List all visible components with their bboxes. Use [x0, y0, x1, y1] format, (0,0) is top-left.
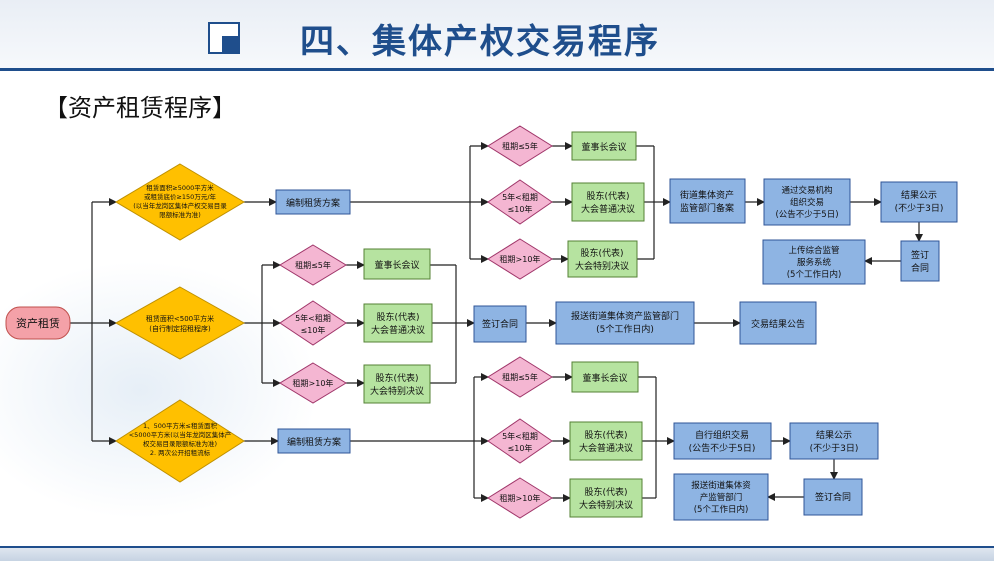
c-report-box: 报送街道集体资产监管部门(5个工作日内) — [673, 473, 769, 521]
b-decision-ordinary: 股东(代表)大会普通决议 — [363, 303, 433, 343]
condition-small-area: 租赁面积<500平方米(自行制定招租程序) — [114, 286, 246, 360]
svg-text:1、500平方米≤租赁面积<5000平方米(以当年龙岗区集体: 1、500平方米≤租赁面积<5000平方米(以当年龙岗区集体产权交易目录限额标准… — [129, 421, 232, 457]
svg-text:股东(代表)大会特别决议: 股东(代表)大会特别决议 — [370, 372, 424, 397]
c-term-short: 租期≤5年 — [487, 356, 553, 398]
a-decision-ordinary: 股东(代表)大会普通决议 — [571, 182, 645, 222]
svg-text:5年<租期≤10年: 5年<租期≤10年 — [502, 431, 538, 453]
svg-text:董事长会议: 董事长会议 — [582, 372, 627, 384]
title-divider — [0, 68, 994, 71]
svg-text:租期≤5年: 租期≤5年 — [295, 260, 331, 270]
condition-mid-area: 1、500平方米≤租赁面积<5000平方米(以当年龙岗区集体产权交易目录限额标准… — [115, 399, 245, 483]
svg-text:租赁面积≥5000平方米或租赁底价≥150万元/年(以当年龙: 租赁面积≥5000平方米或租赁底价≥150万元/年(以当年龙岗区集体产权交易目录… — [133, 183, 227, 219]
c-term-long: 租期>10年 — [487, 477, 553, 519]
section-subtitle: 【资产租赁程序】 — [44, 94, 236, 122]
svg-text:董事长会议: 董事长会议 — [581, 141, 626, 153]
svg-text:5年<租期≤10年: 5年<租期≤10年 — [502, 192, 538, 214]
svg-text:租期≤5年: 租期≤5年 — [502, 141, 538, 151]
c-sign-box: 签订合同 — [803, 478, 863, 516]
svg-text:股东(代表)大会特别决议: 股东(代表)大会特别决议 — [579, 486, 633, 511]
c-decision-special: 股东(代表)大会特别决议 — [569, 478, 643, 518]
a-filing-box: 街道集体资产监管部门备案 — [669, 178, 746, 224]
svg-text:签订合同: 签订合同 — [911, 249, 929, 274]
b-term-mid: 5年<租期≤10年 — [279, 300, 347, 346]
a-term-long: 租期>10年 — [487, 238, 553, 280]
square-logo-icon — [208, 22, 240, 54]
footer-divider — [0, 546, 994, 548]
start-node: 资产租赁 — [5, 306, 71, 340]
a-publish-box: 结果公示(不少于3日) — [880, 181, 958, 223]
c-decision-ordinary: 股东(代表)大会普通决议 — [569, 421, 643, 461]
svg-text:租期≤5年: 租期≤5年 — [502, 372, 538, 382]
svg-text:签订合同: 签订合同 — [482, 318, 518, 330]
a-trade-box: 通过交易机构组织交易(公告不少于5日) — [763, 178, 851, 226]
svg-text:街道集体资产监管部门备案: 街道集体资产监管部门备案 — [680, 189, 734, 214]
connectors — [70, 142, 923, 502]
svg-text:5年<租期≤10年: 5年<租期≤10年 — [295, 313, 331, 335]
svg-text:编制租赁方案: 编制租赁方案 — [287, 436, 341, 448]
svg-text:交易结果公告: 交易结果公告 — [751, 318, 805, 330]
svg-text:通过交易机构组织交易(公告不少于5日): 通过交易机构组织交易(公告不少于5日) — [775, 185, 838, 220]
b-decision-chairman: 董事长会议 — [363, 248, 431, 280]
svg-text:编制租赁方案: 编制租赁方案 — [286, 197, 340, 209]
c-term-mid: 5年<租期≤10年 — [487, 418, 553, 464]
svg-text:股东(代表)大会特别决议: 股东(代表)大会特别决议 — [575, 247, 629, 272]
c-decision-chairman: 董事长会议 — [571, 361, 639, 393]
svg-text:自行组织交易(公告不少于5日): 自行组织交易(公告不少于5日) — [689, 429, 756, 454]
svg-text:股东(代表)大会普通决议: 股东(代表)大会普通决议 — [579, 429, 633, 454]
b-term-short: 租期≤5年 — [279, 244, 347, 286]
condition-large-area: 租赁面积≥5000平方米或租赁底价≥150万元/年(以当年龙岗区集体产权交易目录… — [115, 163, 245, 241]
a-decision-chairman: 董事长会议 — [571, 131, 637, 161]
plan-a-box: 编制租赁方案 — [275, 189, 351, 215]
c-publish-box: 结果公示(不少于3日) — [789, 422, 879, 460]
b-announce-box: 交易结果公告 — [739, 301, 817, 345]
svg-text:报送街道集体资产监管部门(5个工作日内): 报送街道集体资产监管部门(5个工作日内) — [571, 310, 679, 335]
header-background — [0, 0, 994, 70]
c-trade-box: 自行组织交易(公告不少于5日) — [673, 422, 772, 460]
b-term-long: 租期>10年 — [279, 362, 347, 404]
svg-text:签订合同: 签订合同 — [815, 491, 851, 503]
a-sign-box: 签订合同 — [900, 240, 940, 282]
svg-text:结果公示(不少于3日): 结果公示(不少于3日) — [810, 429, 859, 454]
svg-text:资产租赁: 资产租赁 — [16, 316, 60, 330]
svg-text:租期>10年: 租期>10年 — [500, 254, 541, 264]
svg-text:租期>10年: 租期>10年 — [500, 493, 541, 503]
svg-text:报送街道集体资产监管部门(5个工作日内): 报送街道集体资产监管部门(5个工作日内) — [691, 480, 751, 515]
svg-text:租期>10年: 租期>10年 — [293, 378, 334, 388]
svg-text:上传综合监管服务系统(5个工作日内): 上传综合监管服务系统(5个工作日内) — [787, 245, 842, 280]
a-decision-special: 股东(代表)大会特别决议 — [567, 240, 638, 278]
svg-text:董事长会议: 董事长会议 — [374, 259, 419, 271]
page-title: 四、集体产权交易程序 — [300, 22, 660, 62]
svg-text:结果公示(不少于3日): 结果公示(不少于3日) — [895, 189, 944, 214]
a-term-short: 租期≤5年 — [487, 125, 553, 167]
a-upload-box: 上传综合监管服务系统(5个工作日内) — [762, 239, 866, 285]
plan-c-box: 编制租赁方案 — [277, 428, 351, 454]
footer-bar — [0, 548, 994, 561]
b-sign-box: 签订合同 — [473, 305, 527, 343]
b-report-box: 报送街道集体资产监管部门(5个工作日内) — [555, 301, 695, 345]
b-decision-special: 股东(代表)大会特别决议 — [363, 364, 431, 404]
svg-text:租赁面积<500平方米(自行制定招租程序): 租赁面积<500平方米(自行制定招租程序) — [146, 314, 214, 333]
a-term-mid: 5年<租期≤10年 — [487, 179, 553, 225]
svg-text:股东(代表)大会普通决议: 股东(代表)大会普通决议 — [371, 311, 425, 336]
svg-text:股东(代表)大会普通决议: 股东(代表)大会普通决议 — [581, 190, 635, 215]
